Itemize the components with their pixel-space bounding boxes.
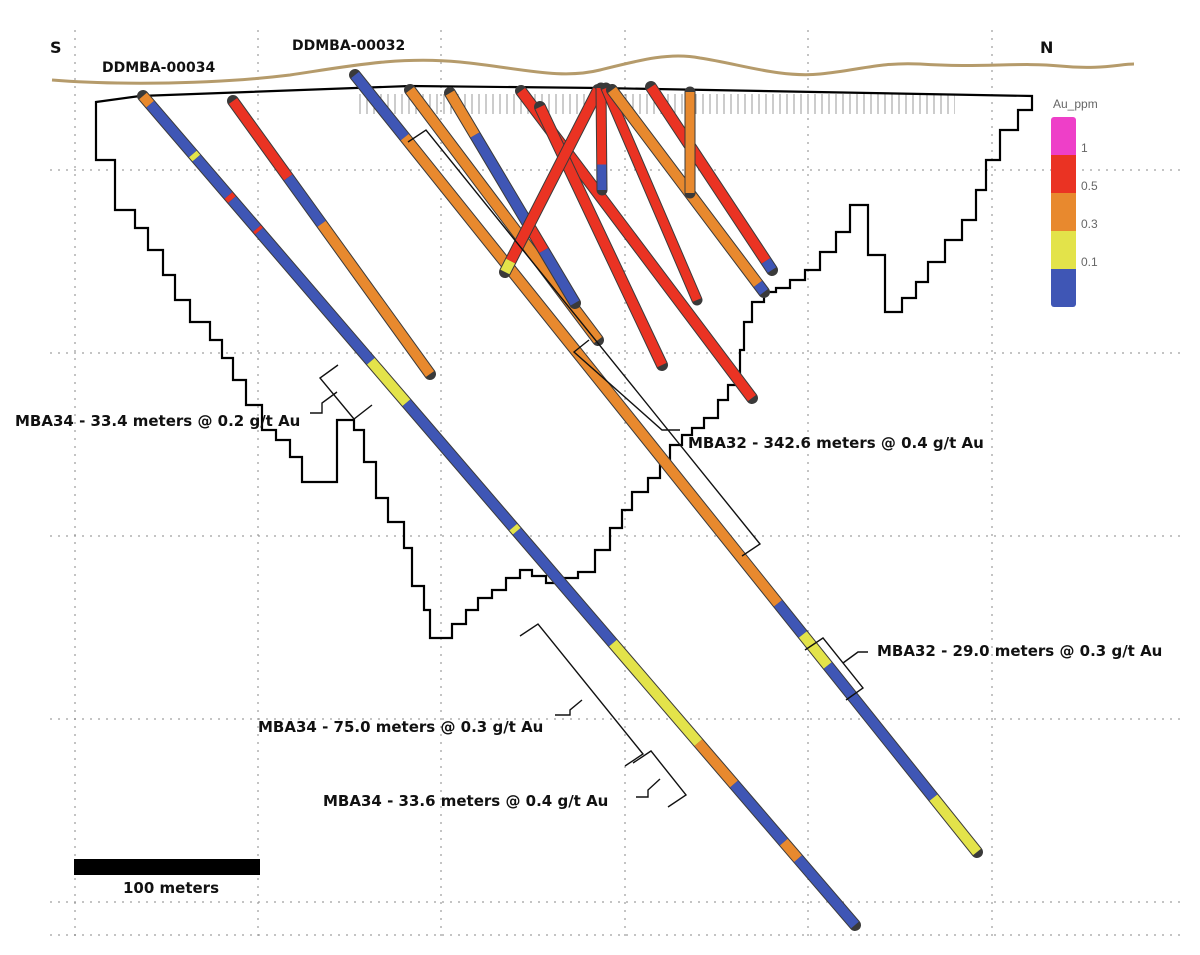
bracket-mba34-33-4 [310, 364, 373, 420]
grade-interval [400, 134, 782, 607]
intercept-label-mba34-33-4: MBA34 - 33.4 meters @ 0.2 g/t Au [15, 412, 301, 430]
grade-interval [929, 794, 981, 856]
grade-interval [500, 258, 516, 275]
pit-shell-outline [94, 84, 1034, 640]
grade-interval [535, 104, 667, 368]
legend-swatch-0-1 [1051, 231, 1076, 269]
grade-interval [774, 600, 807, 638]
legend-label-0-3: 0.3 [1081, 217, 1098, 231]
grade-interval [445, 90, 480, 138]
grade-interval [646, 84, 771, 264]
drillhole-ddmba-00032 [349, 69, 983, 858]
grade-interval [253, 225, 263, 235]
drillhole-label-ddmba-00034: DDMBA-00034 [102, 60, 216, 76]
north-label: N [1040, 38, 1054, 57]
legend-swatch-0-3 [1051, 193, 1076, 231]
grade-interval [509, 523, 521, 535]
grade-interval [192, 154, 233, 199]
bracket-mba32-342-6 [407, 129, 762, 557]
scale-bar [74, 859, 260, 875]
intercept-label-mba32-342-6: MBA32 - 342.6 meters @ 0.4 g/t Au [688, 434, 984, 452]
intercept-label-mba34-33-6: MBA34 - 33.6 meters @ 0.4 g/t Au [323, 792, 609, 810]
drillhole-e [534, 101, 668, 371]
grade-interval [798, 631, 832, 669]
drillhole-g [595, 82, 608, 196]
drillhole-label-ddmba-00032: DDMBA-00032 [292, 38, 406, 54]
drillhole-j [645, 81, 778, 276]
grade-interval [224, 192, 236, 203]
legend-title: Au_ppm [1053, 97, 1098, 111]
drillhole-a [227, 95, 436, 380]
grade-interval [506, 87, 603, 264]
grade-interval [255, 227, 375, 365]
intercept-brackets [310, 129, 868, 808]
grade-interval [317, 220, 435, 377]
legend-label-1: 1 [1081, 141, 1088, 155]
grade-interval [780, 838, 802, 862]
legend-swatch-1 [1051, 117, 1076, 155]
bracket-mba32-29-0 [804, 637, 868, 701]
drillhole-f [499, 84, 604, 278]
grade-interval [730, 780, 788, 846]
grade-interval [189, 150, 201, 162]
topography-line [51, 54, 1135, 85]
grade-interval [694, 739, 738, 788]
intercept-label-mba32-29-0: MBA32 - 29.0 meters @ 0.3 g/t Au [877, 642, 1163, 660]
grade-interval [539, 247, 580, 306]
surface-sample-ticks [355, 94, 955, 114]
grade-interval [794, 855, 859, 929]
grid-lines [50, 30, 1180, 940]
legend-label-0-5: 0.5 [1081, 179, 1098, 193]
grade-interval [761, 258, 777, 273]
grade-interval [351, 71, 409, 141]
bracket-mba34-33-6 [632, 750, 688, 808]
grade-interval [601, 86, 702, 302]
grade-interval [284, 174, 326, 227]
south-label: S [50, 38, 62, 57]
legend-swatch-0-5 [1051, 155, 1076, 193]
drillhole-ddmba-00034 [137, 90, 861, 931]
drillhole-h [600, 82, 703, 306]
scale-bar-label: 100 meters [123, 879, 220, 897]
grade-interval [402, 399, 518, 531]
grade-interval [470, 132, 532, 226]
legend-label-0-1: 0.1 [1081, 255, 1098, 269]
grade-interval [139, 92, 154, 108]
legend-color-bar [1051, 117, 1076, 307]
grade-interval [823, 662, 938, 801]
drill-holes [137, 69, 983, 931]
bracket-mba34-75-0 [519, 623, 645, 767]
grade-interval [596, 87, 607, 165]
grade-interval [367, 358, 411, 406]
grade-interval [228, 196, 261, 232]
grade-interval [228, 98, 293, 181]
intercept-label-mba34-75-0: MBA34 - 75.0 meters @ 0.3 g/t Au [258, 718, 544, 736]
grade-interval [146, 101, 197, 158]
grade-interval [753, 280, 768, 296]
grade-interval [513, 527, 617, 647]
legend-swatch-base [1051, 269, 1076, 307]
grade-interval [609, 639, 703, 746]
